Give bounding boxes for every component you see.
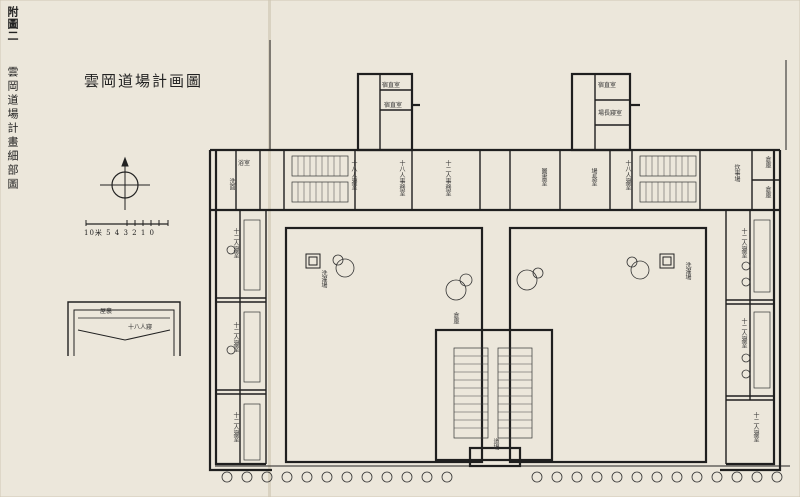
room-dorm-l2: 十二人寢室 (232, 322, 239, 352)
room-dorm-r1: 十二人寢室 (740, 228, 747, 258)
right-wing-partitions (725, 210, 774, 464)
room-top-r1: 宿直室 (598, 82, 617, 89)
room-top-r2: 場長寢室 (598, 110, 623, 117)
room-shower: 洗面 (228, 178, 235, 190)
bunk-blocks (243, 155, 771, 461)
scale-label: 10米 5 4 3 2 1 0 (84, 229, 155, 237)
room-storage-top: 倉庫 (764, 156, 771, 168)
room-office1: 十八人事務室 (398, 160, 405, 196)
compass-icon (100, 156, 150, 210)
section-label-top: 屋裏 (100, 308, 113, 315)
room-dorm-r3: 十二人寢室 (752, 412, 759, 442)
room-well-left: 洗濯場 (320, 270, 327, 288)
top-row-partitions (235, 74, 780, 210)
room-office2: 十二人事務室 (444, 160, 451, 196)
plate-caption: 附圖二 (6, 6, 19, 42)
paper-fold (268, 0, 271, 497)
room-hall: 道場 (492, 438, 499, 450)
left-wing-partitions (216, 210, 267, 464)
room-study-right: 十八人寢室 (624, 160, 631, 190)
room-store-mid: 倉庫 (452, 312, 459, 324)
well-icons (305, 253, 675, 269)
scale-bar (85, 220, 169, 226)
section-sketch (67, 301, 181, 356)
room-reading: 圖書室 (540, 168, 547, 186)
tree-icons (221, 245, 783, 483)
room-study-left: 十八人寢室 (350, 160, 357, 190)
room-dorm-l3: 十二人寢室 (232, 412, 239, 442)
room-bath: 浴室 (238, 160, 251, 167)
room-well-right: 洗濯場 (684, 262, 691, 280)
outer-walls (208, 72, 782, 472)
plate-vertical-title: 雲岡道場計畫細部圖 (6, 66, 19, 192)
room-storage-right: 倉庫 (764, 186, 771, 198)
plan-title: 雲岡道場計画圖 (84, 72, 204, 90)
section-label-bottom: 十八人寢 (128, 324, 153, 331)
room-top-l1: 宿直室 (382, 82, 401, 89)
room-dorm-l1: 十二人寢室 (232, 228, 239, 258)
room-dorm-r2: 十二人寢室 (740, 318, 747, 348)
room-director: 場長室 (590, 168, 597, 186)
room-top-l2: 宿直室 (384, 102, 403, 109)
hatch-lines (297, 156, 689, 429)
room-kitchen: 炊事場 (733, 164, 740, 182)
